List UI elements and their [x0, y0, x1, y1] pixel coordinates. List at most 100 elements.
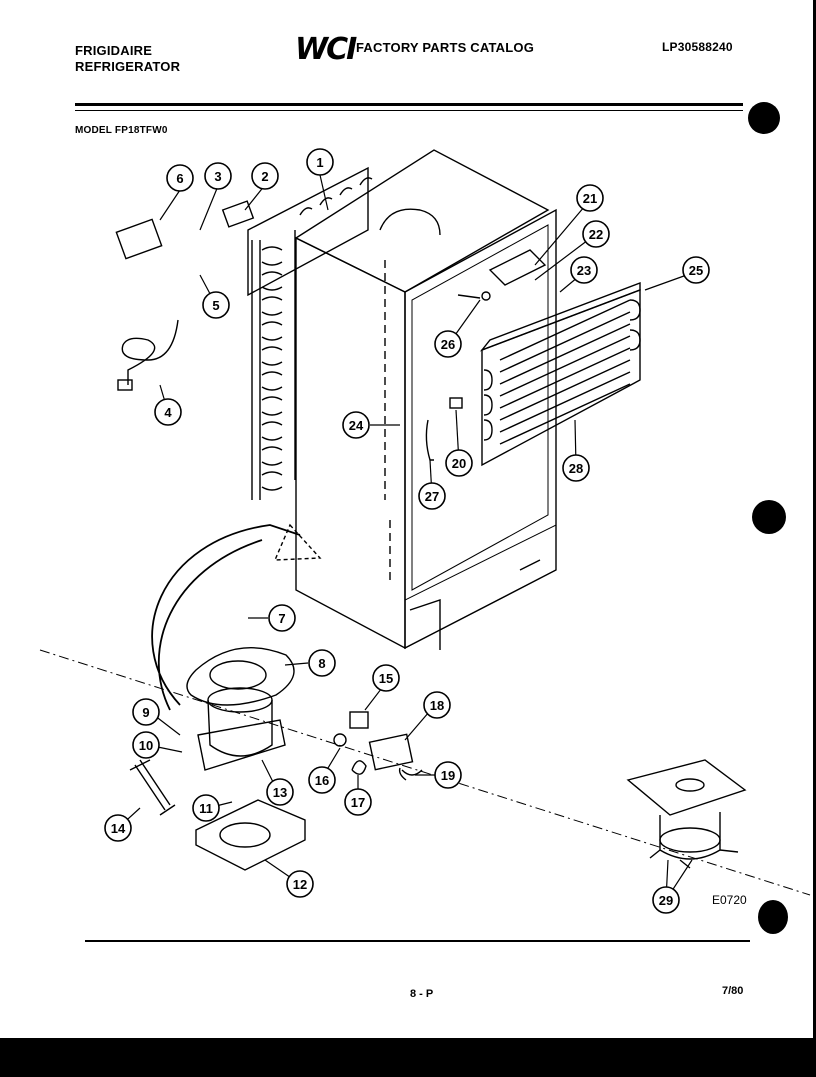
- cabinet-top: [294, 149, 550, 293]
- svg-text:3: 3: [214, 169, 221, 184]
- airflow-arrow: [151, 524, 301, 711]
- callout-11: 11: [192, 794, 220, 822]
- svg-text:27: 27: [425, 489, 439, 504]
- callout-21: 21: [576, 184, 604, 212]
- callout-1: 1: [306, 148, 334, 176]
- svg-text:26: 26: [441, 337, 455, 352]
- svg-text:8: 8: [318, 656, 325, 671]
- svg-text:15: 15: [379, 671, 393, 686]
- footer-rule: [85, 940, 750, 942]
- brand-block: FRIGIDAIRE REFRIGERATOR: [75, 43, 180, 75]
- cartridge-14: [129, 759, 176, 816]
- callout-6: 6: [166, 164, 194, 192]
- svg-text:14: 14: [111, 821, 126, 836]
- scan-right-edge: [813, 0, 816, 1077]
- callout-15: 15: [372, 664, 400, 692]
- dashed-door-edge: [384, 260, 391, 580]
- header-rule-thin: [75, 110, 743, 111]
- svg-text:17: 17: [351, 795, 365, 810]
- evaporator: [479, 281, 641, 467]
- svg-text:25: 25: [689, 263, 703, 278]
- power-plug: [117, 379, 133, 391]
- svg-text:11: 11: [199, 801, 213, 816]
- drain-tube: [379, 208, 441, 236]
- cabinet-foot: [409, 559, 541, 650]
- reference-line: [39, 649, 811, 896]
- model-number: MODEL FP18TFW0: [75, 125, 168, 136]
- brand-name: FRIGIDAIRE: [75, 43, 153, 58]
- scan-bottom-edge: [0, 1038, 816, 1077]
- callout-28: 28: [562, 454, 590, 482]
- condenser-coil: [247, 166, 373, 500]
- callouts: 1 2 3 4 5 6 7 8 9 10 11 12 13 14 15 16 1…: [104, 148, 710, 914]
- callout-26: 26: [434, 330, 462, 358]
- binder-hole-top: [748, 102, 780, 134]
- svg-text:9: 9: [142, 705, 149, 720]
- svg-text:12: 12: [293, 877, 307, 892]
- svg-text:19: 19: [441, 768, 455, 783]
- svg-text:24: 24: [349, 418, 364, 433]
- cabinet-side: [295, 236, 406, 650]
- svg-text:1: 1: [316, 155, 323, 170]
- svg-text:21: 21: [583, 191, 597, 206]
- revision-date: 7/80: [722, 985, 744, 997]
- bracket-6: [115, 218, 163, 260]
- compressor-body: [207, 699, 273, 757]
- callout-2: 2: [251, 162, 279, 190]
- terminal-16: [333, 733, 347, 747]
- svg-text:18: 18: [430, 698, 444, 713]
- binder-hole-middle: [752, 500, 786, 534]
- svg-text:2: 2: [261, 169, 268, 184]
- wci-logo: WCI: [295, 32, 357, 67]
- svg-text:16: 16: [315, 773, 329, 788]
- cabinet-base: [404, 524, 557, 649]
- leader-lines: [117, 174, 696, 901]
- callout-20: 20: [445, 449, 473, 477]
- callout-3: 3: [204, 162, 232, 190]
- callout-29: 29: [652, 886, 680, 914]
- callout-23: 23: [570, 256, 598, 284]
- callout-12: 12: [286, 870, 314, 898]
- part-number: LP30588240: [662, 40, 733, 54]
- clip-17: [351, 760, 367, 775]
- callout-5: 5: [202, 291, 230, 319]
- page-number: 8 - P: [410, 988, 434, 1000]
- base-pan-hole: [219, 822, 271, 848]
- callout-4: 4: [154, 398, 182, 426]
- mounting-grommet-plate: [186, 647, 295, 706]
- bracket-2: [221, 200, 255, 228]
- callout-17: 17: [344, 788, 372, 816]
- callout-18: 18: [423, 691, 451, 719]
- callout-27: 27: [418, 482, 446, 510]
- svg-text:4: 4: [164, 405, 172, 420]
- callout-16: 16: [308, 766, 336, 794]
- callout-9: 9: [132, 698, 160, 726]
- svg-text:20: 20: [452, 456, 466, 471]
- svg-text:23: 23: [577, 263, 591, 278]
- part-26: [457, 294, 481, 299]
- callout-24: 24: [342, 411, 370, 439]
- svg-text:28: 28: [569, 461, 583, 476]
- callout-25: 25: [682, 256, 710, 284]
- svg-text:10: 10: [139, 738, 153, 753]
- figure-code: E0720: [712, 893, 747, 907]
- wire-19: [398, 767, 423, 781]
- callout-10: 10: [132, 731, 160, 759]
- svg-text:29: 29: [659, 893, 673, 908]
- header-rule: [75, 103, 743, 106]
- overload-15: [349, 711, 369, 729]
- callout-14: 14: [104, 814, 132, 842]
- compressor-base: [197, 719, 286, 771]
- part-26-knob: [481, 291, 491, 301]
- power-cord: [121, 319, 179, 385]
- svg-text:5: 5: [212, 298, 219, 313]
- callout-8: 8: [308, 649, 336, 677]
- binder-hole-bottom: [758, 900, 788, 934]
- callout-13: 13: [266, 778, 294, 806]
- airflow-arrowhead: [273, 523, 322, 561]
- callout-7: 7: [268, 604, 296, 632]
- svg-text:7: 7: [278, 611, 285, 626]
- compressor-base-pan: [195, 799, 306, 871]
- part-27: [425, 419, 434, 461]
